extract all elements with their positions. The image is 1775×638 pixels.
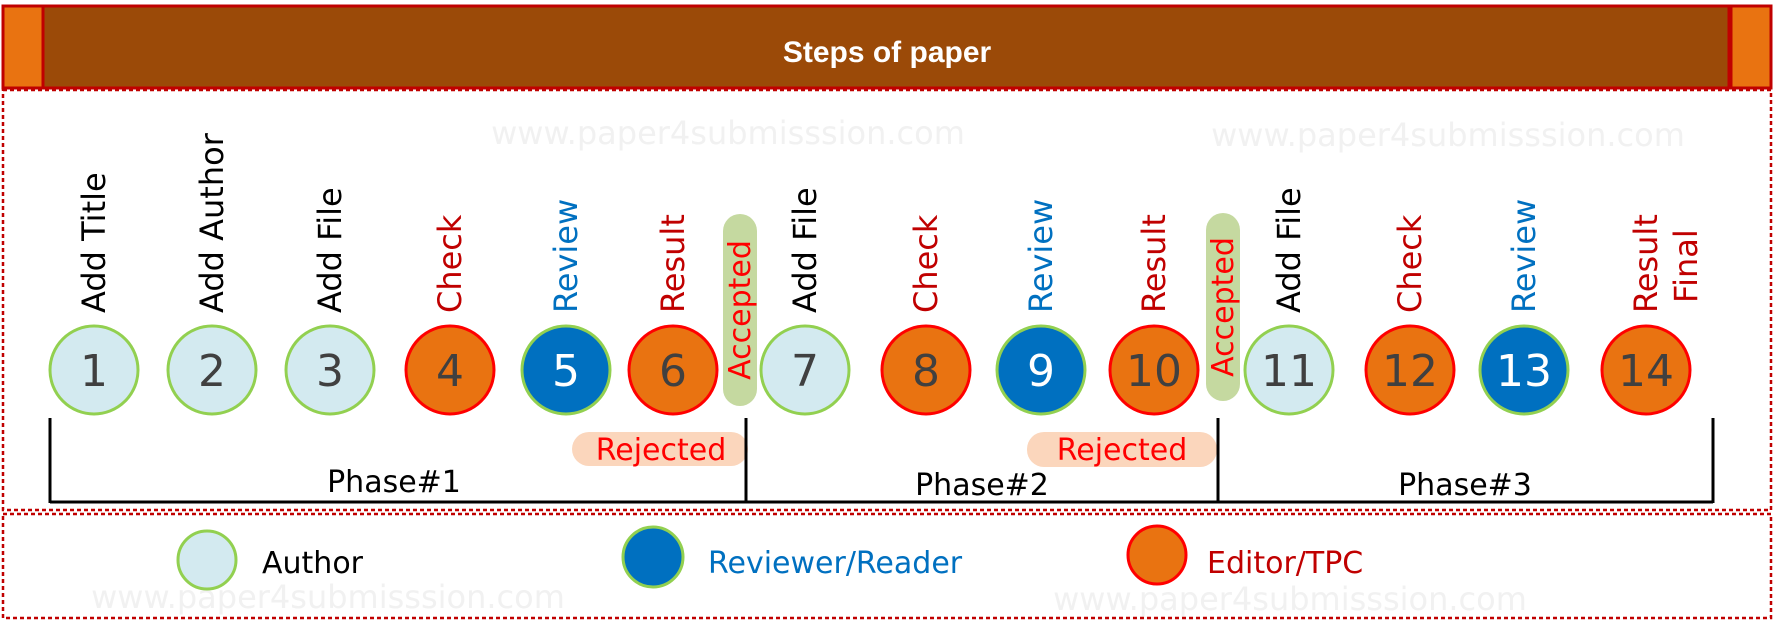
- step-circle: [404, 324, 496, 416]
- step-label: Review: [1505, 199, 1543, 313]
- phase-label-3: Phase#3: [1398, 468, 1532, 503]
- step-8: 8 Check: [880, 214, 972, 416]
- rejected-label: Rejected: [596, 433, 727, 468]
- step-circle: [627, 324, 719, 416]
- step-1: 1 Add Title: [48, 172, 140, 416]
- step-label: Add File: [311, 187, 349, 313]
- step-number: 4: [436, 346, 464, 397]
- watermark-bottom-right: www.paper4submisssion.com: [1053, 580, 1527, 618]
- accepted-pill-1: Accepted: [723, 214, 758, 406]
- step-number: 9: [1027, 346, 1055, 397]
- step-circle: [1364, 324, 1456, 416]
- step-6: 6 Result: [627, 214, 719, 416]
- step-12: 12 Check: [1364, 214, 1456, 416]
- legend-item-editor: Editor/TPC: [1126, 524, 1363, 586]
- step-circle: [880, 324, 972, 416]
- legend-item-author: Author: [176, 529, 364, 591]
- accepted-pill-bg: [723, 214, 757, 406]
- step-circle: [995, 324, 1087, 416]
- header-right-block: [1729, 4, 1773, 90]
- accepted-label: Accepted: [1206, 237, 1241, 377]
- watermark-top-left: www.paper4submisssion.com: [491, 114, 965, 152]
- step-circle: [166, 324, 258, 416]
- step-4: 4 Check: [404, 214, 496, 416]
- phase-brackets: Phase#1 Phase#2 Phase#3: [48, 418, 1715, 504]
- step-number: 8: [912, 346, 940, 397]
- step-label-secondary: Final: [1667, 229, 1705, 303]
- rejected-pill-1: Rejected: [572, 432, 748, 468]
- watermark-top-right: www.paper4submisssion.com: [1211, 116, 1685, 154]
- legend-label-reviewer: Reviewer/Reader: [708, 546, 963, 581]
- phase-label-1: Phase#1: [327, 465, 461, 500]
- step-label: Result: [1135, 214, 1173, 313]
- step-7: 7 Add File: [759, 187, 851, 416]
- step-label: Check: [431, 214, 469, 313]
- step-label: Check: [1391, 214, 1429, 313]
- step-number: 3: [316, 346, 344, 397]
- legend-item-reviewer: Reviewer/Reader: [621, 525, 963, 589]
- step-number: 13: [1496, 346, 1552, 397]
- step-circle: [759, 324, 851, 416]
- step-circle: [520, 324, 612, 416]
- header-main-block: [41, 4, 1731, 90]
- watermark-bottom-left: www.paper4submisssion.com: [91, 578, 565, 616]
- legend-label-editor: Editor/TPC: [1207, 546, 1363, 581]
- step-number: 6: [659, 346, 687, 397]
- header-left-block: [1, 4, 45, 90]
- accepted-pill-bg: [1206, 213, 1240, 401]
- header-title: Steps of paper: [783, 36, 992, 69]
- editor-swatch-icon: [1126, 524, 1188, 586]
- rejected-pill-2: Rejected: [1027, 432, 1217, 468]
- rejected-label: Rejected: [1057, 433, 1188, 468]
- step-number: 2: [198, 346, 226, 397]
- step-circle: [1108, 324, 1200, 416]
- author-swatch-icon: [176, 529, 238, 591]
- step-label: Result: [1627, 214, 1665, 313]
- step-label: Add Title: [75, 172, 113, 313]
- header-bar: Steps of paper: [1, 4, 1773, 90]
- legend: Author Reviewer/Reader Editor/TPC: [176, 524, 1363, 591]
- step-2: 2 Add Author: [166, 132, 258, 416]
- step-13: 13 Review: [1478, 199, 1570, 416]
- accepted-label: Accepted: [723, 240, 758, 380]
- reviewer-swatch-icon: [621, 525, 685, 589]
- step-number: 10: [1126, 346, 1182, 397]
- step-10: 10 Result: [1108, 214, 1200, 416]
- step-label: Review: [547, 199, 585, 313]
- step-11: 11 Add File: [1243, 187, 1335, 416]
- phase-label-2: Phase#2: [915, 468, 1049, 503]
- steps-frame: [1, 88, 1773, 512]
- step-circle: [284, 324, 376, 416]
- step-label: Review: [1022, 199, 1060, 313]
- step-number: 1: [80, 346, 108, 397]
- step-label: Add Author: [193, 132, 231, 313]
- step-number: 12: [1382, 346, 1438, 397]
- steps: 1 Add Title 2 Add Author 3 Add File 4 Check 5 Rev…: [48, 132, 1705, 416]
- step-number: 7: [791, 346, 819, 397]
- step-number: 5: [552, 346, 580, 397]
- step-number: 14: [1618, 346, 1674, 397]
- step-label: Add File: [786, 187, 824, 313]
- legend-frame: [1, 512, 1773, 620]
- step-circle: [1478, 324, 1570, 416]
- step-9: 9 Review: [995, 199, 1087, 416]
- step-label: Check: [907, 214, 945, 313]
- step-3: 3 Add File: [284, 187, 376, 416]
- step-label: Result: [654, 214, 692, 313]
- step-circle: [1243, 324, 1335, 416]
- accepted-pill-2: Accepted: [1206, 213, 1241, 401]
- rejected-pill-bg: [1027, 432, 1217, 467]
- step-circle: [1600, 324, 1692, 416]
- step-5: 5 Review: [520, 199, 612, 416]
- rejected-pill-bg: [572, 432, 748, 466]
- legend-label-author: Author: [262, 546, 364, 581]
- step-label: Add File: [1270, 187, 1308, 313]
- step-circle: [48, 324, 140, 416]
- step-number: 11: [1261, 346, 1317, 397]
